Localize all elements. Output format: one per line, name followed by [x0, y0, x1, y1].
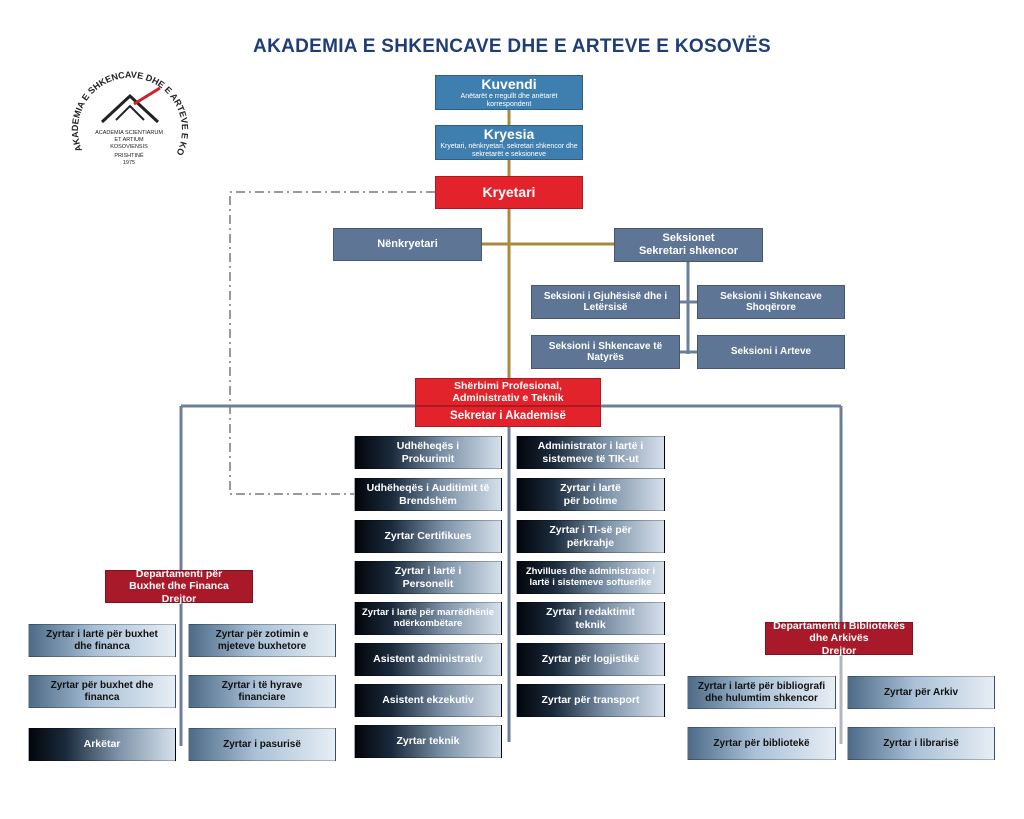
kryesia-box: Kryesia Kryetari, nënkryetari, sekretari…: [435, 125, 583, 160]
sekretari-shkencor-label: Sekretari shkencor: [638, 245, 739, 257]
logo-latin-2: ET ARTIUM: [114, 137, 144, 143]
staff-box: Udhëheqës i Auditimit të Brendshëm: [354, 478, 502, 511]
staff-box: Asistent ekzekutiv: [354, 684, 502, 717]
finance-staff-box: Zyrtar i lartë për buxhet dhe financa: [28, 624, 176, 657]
seal-icon: AKADEMIA E SHKENCAVE DHE E ARTEVE E KOSO…: [60, 50, 190, 157]
section-box: Seksioni i Gjuhësisë dhe i Letërsisë: [531, 285, 680, 319]
staff-box: Zyrtar i redaktimit teknik: [516, 602, 665, 635]
staff-box: Administrator i lartë i sistemeve të TIK…: [516, 436, 665, 469]
finance-department-box: Departamenti për Buxhet dhe Financa Drej…: [105, 568, 253, 605]
section-box: Seksioni i Shkencave Shoqërore: [697, 285, 845, 319]
finance-staff-box: Zyrtar për zotimin e mjeteve buxhetore: [188, 624, 336, 657]
staff-box: Zyrtar i lartë për botime: [516, 478, 665, 511]
section-box: Seksioni i Arteve: [697, 335, 845, 369]
library-department-head: Drejtor: [821, 644, 857, 657]
finance-department-head: Drejtor: [161, 592, 197, 605]
kryetari-box: Kryetari: [435, 176, 583, 209]
kuvendi-title: Kuvendi: [481, 76, 537, 93]
academy-logo: AKADEMIA E SHKENCAVE DHE E ARTEVE E KOSO…: [60, 50, 194, 178]
staff-box: Zyrtar i lartë i Personelit: [354, 561, 502, 594]
logo-city: PRISHTINË: [114, 153, 144, 159]
section-box: Seksioni i Shkencave të Natyrës: [531, 335, 680, 369]
library-staff-box: Zyrtar i lartë për bibliografi dhe hulum…: [687, 676, 836, 709]
nenkryetari-box: Nënkryetari: [333, 228, 482, 261]
library-department-box: Departamenti i Bibliotekës dhe Arkivës D…: [765, 620, 913, 657]
kryesia-title: Kryesia: [483, 126, 535, 143]
logo-latin-1: ACADEMIA SCIENTIARUM: [95, 130, 163, 136]
finance-staff-box: Zyrtar i pasurisë: [188, 728, 336, 761]
library-department-title: Departamenti i Bibliotekës dhe Arkivës: [773, 620, 905, 645]
staff-box: Zhvillues dhe administrator i lartë i si…: [516, 561, 665, 594]
service-box: Shërbimi Profesional, Administrativ e Te…: [415, 378, 601, 406]
staff-box: Asistent administrativ: [354, 643, 502, 676]
finance-department-title: Departamenti për Buxhet dhe Financa: [129, 568, 229, 593]
finance-staff-box: Zyrtar për buxhet dhe financa: [28, 675, 176, 708]
logo-latin-3: KOSOVIENSIS: [110, 144, 148, 150]
staff-box: Zyrtar Certifikues: [354, 520, 502, 553]
dashed-audit-link: [229, 191, 435, 495]
kuvendi-subtitle: Anëtarët e rregullt dhe anëtarët korresp…: [460, 92, 558, 108]
secretary-box: Sekretar i Akademisë: [415, 406, 601, 427]
staff-box: Udhëheqës i Prokurimit: [354, 436, 502, 469]
staff-box: Zyrtar teknik: [354, 725, 502, 758]
staff-box: Zyrtar për transport: [516, 684, 665, 717]
library-staff-box: Zyrtar i librarisë: [847, 727, 995, 760]
library-staff-box: Zyrtar për bibliotekë: [687, 727, 836, 760]
finance-staff-box: Zyrtar i të hyrave financiare: [188, 675, 336, 708]
library-staff-box: Zyrtar për Arkiv: [847, 676, 995, 709]
kuvendi-box: Kuvendi Anëtarët e rregullt dhe anëtarët…: [435, 75, 583, 110]
seksionet-label: Seksionet: [662, 232, 715, 245]
staff-box: Zyrtar i TI-së për përkrahje: [516, 520, 665, 553]
staff-box: Zyrtar për logjistikë: [516, 643, 665, 676]
kryesia-subtitle: Kryetari, nënkryetari, sekretari shkenco…: [440, 142, 578, 158]
logo-year: 1975: [122, 160, 136, 166]
staff-box: Zyrtar i lartë për marrëdhënie ndërkombë…: [354, 602, 502, 635]
seksionet-box: Seksionet Sekretari shkencor: [614, 228, 763, 262]
page-title: AKADEMIA E SHKENCAVE DHE E ARTEVE E KOSO…: [253, 36, 771, 57]
finance-staff-box: Arkëtar: [28, 728, 176, 761]
